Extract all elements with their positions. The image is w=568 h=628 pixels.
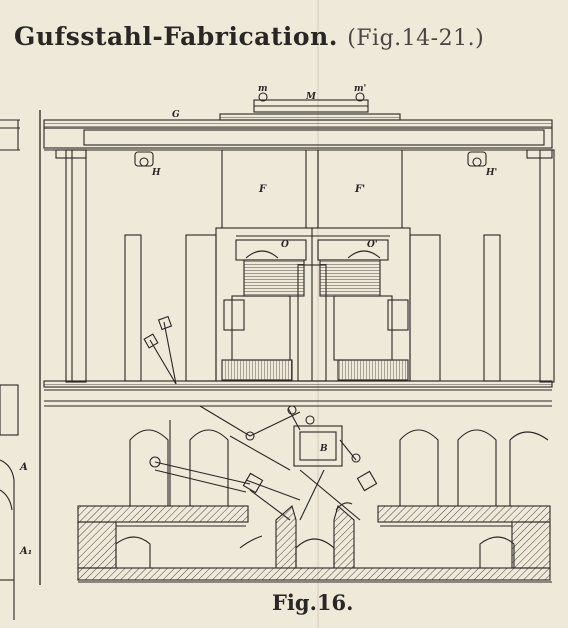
lever bbox=[143, 315, 177, 385]
title-text: Gufsstahl-Fabrication. bbox=[14, 22, 338, 51]
foundation bbox=[77, 505, 552, 583]
label-A: A bbox=[20, 462, 28, 473]
figure-caption: Fig.16. bbox=[272, 590, 354, 615]
crucible-housing bbox=[185, 227, 441, 382]
label-A1: A₁ bbox=[20, 546, 33, 557]
linkage bbox=[149, 405, 378, 549]
label-H-prime: H' bbox=[486, 168, 498, 178]
label-m-prime: m' bbox=[354, 84, 367, 94]
label-O-prime: O' bbox=[367, 240, 378, 250]
label-H: H bbox=[152, 168, 161, 178]
page-title: Gufsstahl-Fabrication. (Fig.14-21.) bbox=[14, 22, 484, 51]
label-M: M bbox=[306, 92, 316, 102]
page-fold bbox=[317, 0, 319, 628]
label-O: O bbox=[281, 240, 289, 250]
trolley-M bbox=[219, 92, 401, 121]
main-floor bbox=[43, 380, 553, 407]
label-B: B bbox=[320, 444, 328, 454]
label-F-prime: F' bbox=[355, 184, 366, 195]
columns bbox=[65, 149, 555, 383]
label-G: G bbox=[172, 110, 180, 120]
label-F: F bbox=[259, 184, 267, 195]
label-m: m bbox=[258, 84, 268, 94]
arches bbox=[129, 429, 549, 506]
pulleys bbox=[134, 151, 487, 167]
figure-reference: (Fig.14-21.) bbox=[347, 26, 485, 51]
left-figure-fragment bbox=[0, 119, 20, 620]
hanging-frames bbox=[221, 150, 403, 228]
